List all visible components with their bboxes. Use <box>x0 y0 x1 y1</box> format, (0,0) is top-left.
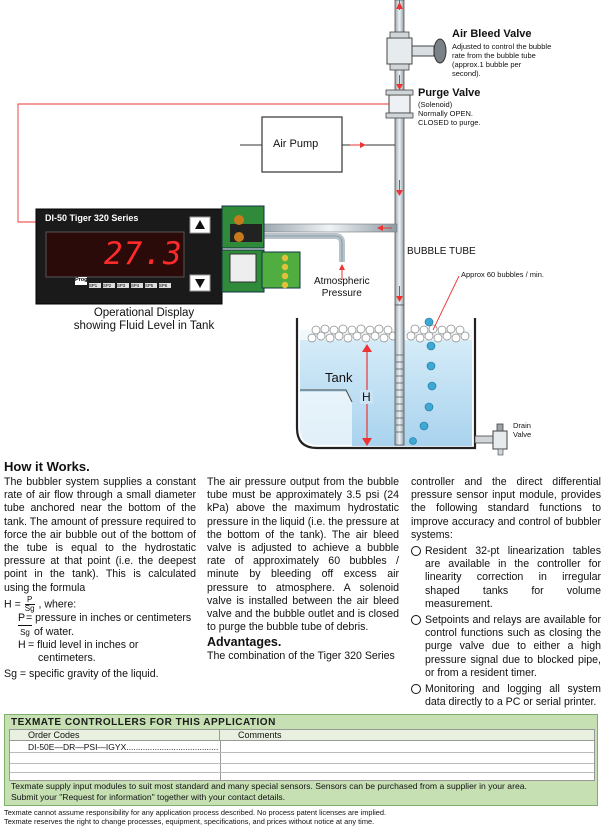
atmospheric-pressure-label: Atmospheric Pressure <box>314 276 370 300</box>
def-line: P= pressure in inches or centimeters <box>18 612 196 625</box>
level-label: H <box>360 390 373 404</box>
def-text: = fluid level in inches or <box>28 639 139 652</box>
order-panel: TEXMATE CONTROLLERS FOR THIS APPLICATION… <box>4 714 598 806</box>
purge-valve-desc: (Solenoid) Normally OPEN. CLOSED to purg… <box>418 100 481 127</box>
order-panel-title: TEXMATE CONTROLLERS FOR THIS APPLICATION <box>11 717 276 728</box>
air-bleed-desc-line: second). <box>452 69 481 78</box>
def-symbol: H <box>18 639 26 652</box>
order-codes-header: Order Codes <box>10 730 220 740</box>
def-symbol: Sg <box>18 625 32 639</box>
purge-valve <box>385 89 414 119</box>
tank <box>295 275 508 456</box>
def-line: H= fluid level in inches or <box>18 639 196 652</box>
advantages-intro: The combination of the Tiger 320 Series <box>207 650 395 663</box>
article-column-2: The air pressure output from the bubble … <box>207 476 399 664</box>
air-bleed-valve-title: Air Bleed Valve <box>452 28 532 40</box>
display-reading: 27.3 <box>104 236 183 272</box>
purge-valve-title: Purge Valve <box>418 87 481 99</box>
display-caption: Operational Display showing Fluid Level … <box>54 307 234 333</box>
prog-button: Prog <box>75 277 88 283</box>
controller-model: DI-50 Tiger 320 Series <box>45 213 139 223</box>
air-pump-label: Air Pump <box>273 138 319 150</box>
setpoint-labels: SP1 SP2 SP3 SP4 SP5 SP6 <box>89 283 173 288</box>
bullet-item: Resident 32-pt linearization tables are … <box>411 545 601 611</box>
atmospheric-line: Pressure <box>321 288 362 299</box>
bubble-tube-label: BUBBLE TUBE <box>407 246 476 257</box>
sensor-tube <box>261 223 398 233</box>
air-pressure-paragraph: The air pressure output from the bubble … <box>207 476 399 634</box>
request-note: Submit your "Request for information" to… <box>11 792 286 802</box>
atmospheric-line: Atmospheric <box>314 276 370 287</box>
comments-header: Comments <box>220 730 594 740</box>
controller-meter <box>35 208 223 305</box>
air-pump-box <box>261 116 343 173</box>
formula-lhs: H = <box>4 598 21 611</box>
bullet-text: Resident 32-pt linearization tables are … <box>425 545 601 610</box>
drain-line: Valve <box>513 430 532 439</box>
def-text: of water. <box>34 626 75 639</box>
advantages-heading: Advantages. <box>207 635 282 650</box>
caption-line: Operational Display <box>93 307 195 319</box>
advantages-paragraph: controller and the direct differential p… <box>411 476 601 541</box>
drain-valve-label: Drain Valve <box>513 421 531 439</box>
how-it-works-paragraph: The bubbler system supplies a constant r… <box>4 476 196 594</box>
purge-desc-line: CLOSED to purge. <box>418 118 481 127</box>
bullet-text: Setpoints and relays are available for c… <box>425 614 601 679</box>
def-text: = pressure in inches or centimeters <box>26 611 192 624</box>
article-column-1: The bubbler system supplies a constant r… <box>4 476 196 681</box>
air-bleed-valve-desc: Adjusted to control the bubble rate from… <box>452 42 551 78</box>
article-column-3: controller and the direct differential p… <box>411 476 601 709</box>
formula-denominator: Sg <box>24 603 35 613</box>
def-symbol: Sg <box>4 667 17 680</box>
setpoint-label: SP3 <box>117 283 126 288</box>
purge-desc-line: (Solenoid) <box>418 100 453 109</box>
purge-desc-line: Normally OPEN. <box>418 109 474 118</box>
bullet-item: Monitoring and logging all system data d… <box>411 683 601 709</box>
formula-numerator: P <box>24 595 35 605</box>
order-table: Order Codes Comments DI-50E—DR—PSI—IGYX.… <box>9 729 595 781</box>
bullet-circle-icon <box>411 684 421 695</box>
order-code[interactable]: DI-50E—DR—PSI—IGYX......................… <box>28 742 219 752</box>
bullet-item: Setpoints and relays are available for c… <box>411 614 601 680</box>
bullet-text: Monitoring and logging all system data d… <box>425 683 601 709</box>
tank-label: Tank <box>325 370 353 385</box>
setpoint-label: SP4 <box>131 283 140 288</box>
setpoint-label: SP6 <box>159 283 168 288</box>
input-module-board <box>221 205 301 293</box>
bubbler-diagram <box>17 0 508 456</box>
caption-line: showing Fluid Level in Tank <box>73 320 215 332</box>
setpoint-label: SP2 <box>103 283 112 288</box>
how-it-works-heading: How it Works. <box>4 459 90 474</box>
formula-tail: , where: <box>38 598 77 611</box>
setpoint-label: SP5 <box>145 283 154 288</box>
air-bleed-desc-line: Adjusted to control the bubble <box>452 42 552 51</box>
sensors-note: Texmate supply input modules to suit mos… <box>11 781 527 791</box>
air-bleed-valve <box>386 31 447 71</box>
bullet-circle-icon <box>411 546 421 557</box>
air-bleed-desc-line: (approx.1 bubble per <box>452 60 522 69</box>
def-symbol: P <box>18 611 26 624</box>
def-line: centimeters. <box>18 652 196 665</box>
def-text: = specific gravity of the liquid. <box>19 667 159 680</box>
footer-rights: Texmate reserves the right to change pro… <box>4 817 375 826</box>
setpoint-label: SP1 <box>89 283 98 288</box>
def-line: Sg = specific gravity of the liquid. <box>4 668 196 681</box>
def-text: centimeters. <box>38 652 96 665</box>
bubbles-rate-label: Approx 60 bubbles / min. <box>461 270 544 279</box>
formula-fraction: P Sg <box>24 595 35 613</box>
drain-line: Drain <box>513 421 531 430</box>
air-bleed-desc-line: rate from the bubble tube <box>452 51 536 60</box>
footer-disclaimer: Texmate cannot assume responsibility for… <box>4 808 387 817</box>
bullet-circle-icon <box>411 615 421 626</box>
formula: H = P Sg , where: <box>4 595 196 613</box>
